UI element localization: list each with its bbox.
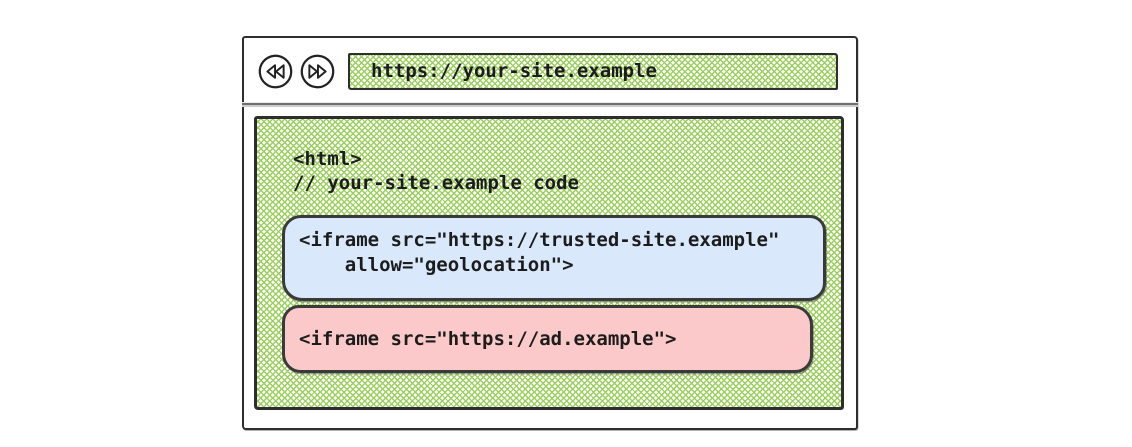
page-viewport: <html> // your-site.example code <iframe… bbox=[254, 116, 844, 410]
html-open-tag: <html> bbox=[293, 148, 362, 170]
ad-iframe-box: <iframe src="https://ad.example"> bbox=[282, 305, 813, 373]
browser-window: https://your-site.example <html> // your… bbox=[242, 36, 858, 430]
back-icon bbox=[258, 54, 293, 89]
back-button[interactable] bbox=[257, 53, 294, 90]
trusted-iframe-code-line1: <iframe src="https://trusted-site.exampl… bbox=[299, 229, 780, 251]
toolbar-separator bbox=[242, 102, 858, 107]
ad-iframe-code-line: <iframe src="https://ad.example"> bbox=[299, 328, 677, 350]
address-bar[interactable]: https://your-site.example bbox=[348, 53, 838, 90]
forward-icon bbox=[300, 54, 335, 89]
url-text: https://your-site.example bbox=[371, 60, 657, 82]
trusted-iframe-box: <iframe src="https://trusted-site.exampl… bbox=[282, 215, 826, 301]
page-source-code: <html> // your-site.example code bbox=[293, 147, 579, 195]
trusted-iframe-code-line2: allow="geolocation"> bbox=[299, 254, 574, 276]
forward-button[interactable] bbox=[299, 53, 336, 90]
page-code-comment: // your-site.example code bbox=[293, 172, 579, 194]
